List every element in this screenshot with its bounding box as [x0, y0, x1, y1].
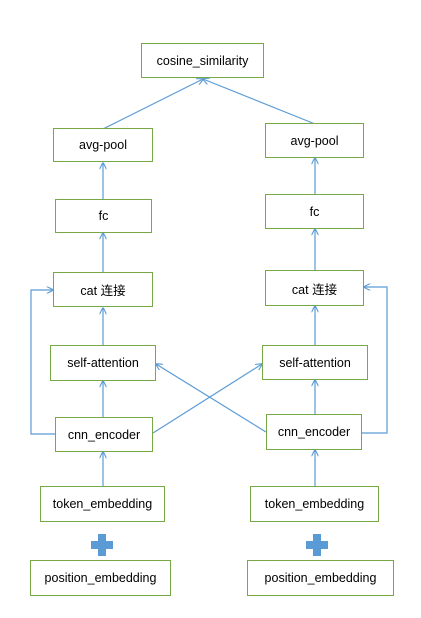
left-cat-node: cat 连接	[53, 272, 153, 307]
right-self-attention-node: self-attention	[262, 345, 368, 380]
right-position-embedding-node: position_embedding	[247, 560, 394, 596]
right-avg-pool-node: avg-pool	[265, 123, 364, 158]
left-token-embedding-node: token_embedding	[40, 486, 165, 522]
edge-left-cnn-to-right-attention	[152, 364, 262, 434]
right-token-embedding-node: token_embedding	[250, 486, 379, 522]
cosine-similarity-node: cosine_similarity	[141, 43, 264, 78]
edge-right-cnn-skip-to-cat	[362, 287, 388, 434]
edge-left-cnn-skip-to-cat	[30, 290, 55, 435]
left-fc-node: fc	[55, 199, 152, 233]
edge-right-cnn-to-left-attention	[156, 364, 267, 433]
right-fc-node: fc	[265, 194, 364, 229]
left-position-embedding-node: position_embedding	[30, 560, 171, 596]
right-cnn-encoder-node: cnn_encoder	[266, 414, 362, 450]
plus-icon	[91, 534, 113, 556]
plus-icon	[306, 534, 328, 556]
left-avg-pool-node: avg-pool	[53, 128, 153, 162]
right-cat-node: cat 连接	[265, 270, 364, 306]
left-cnn-encoder-node: cnn_encoder	[55, 417, 153, 452]
left-self-attention-node: self-attention	[50, 345, 156, 381]
edge-right-avgpool-to-cosine	[203, 79, 316, 125]
edge-left-avgpool-to-cosine	[102, 79, 203, 130]
